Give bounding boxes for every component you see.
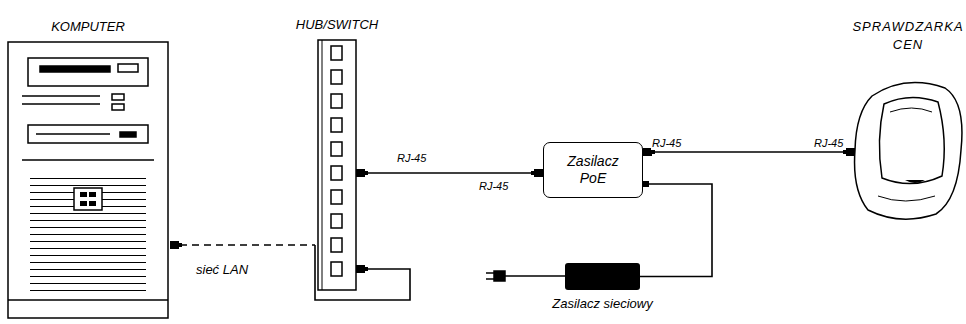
power-adapter-box: Zasilacz sieciowy bbox=[565, 263, 640, 290]
price-checker-title: SPRAWDZARKA CEN bbox=[849, 18, 966, 54]
rj45-plug bbox=[356, 265, 365, 273]
rj45-plug bbox=[652, 150, 655, 154]
cable bbox=[315, 245, 410, 300]
computer-node: KOMPUTER bbox=[8, 42, 168, 318]
price-checker-node: SPRAWDZARKA CEN bbox=[852, 82, 964, 218]
rj45-plug bbox=[365, 267, 368, 271]
rj45-plug bbox=[356, 169, 365, 177]
rj45-plug bbox=[531, 171, 534, 175]
cable-connector bbox=[356, 169, 543, 177]
computer-title: KOMPUTER bbox=[51, 18, 125, 36]
cable bbox=[356, 172, 543, 174]
dc-plug bbox=[643, 181, 649, 187]
box-text: Zasilacz PoE bbox=[558, 153, 628, 187]
rj45-plug bbox=[179, 243, 182, 247]
rj45-plug bbox=[843, 150, 846, 154]
connector-label: RJ-45 bbox=[478, 180, 509, 193]
cable bbox=[643, 151, 852, 153]
cable-connector bbox=[170, 241, 410, 300]
switch-body bbox=[318, 40, 356, 290]
rj45-plug bbox=[846, 148, 855, 156]
price-checker bbox=[855, 83, 962, 220]
cable bbox=[640, 184, 712, 277]
cable-connector bbox=[640, 181, 712, 277]
connector-label: RJ-45 bbox=[396, 152, 427, 165]
power-adapter-label: Zasilacz sieciowy bbox=[552, 295, 652, 313]
switch-title: HUB/SWITCH bbox=[296, 16, 378, 34]
connector-label: RJ-45 bbox=[651, 137, 682, 150]
rj45-plug bbox=[170, 241, 179, 249]
poe-injector-box: Zasilacz PoE bbox=[543, 142, 643, 198]
edge-label: sieć LAN bbox=[194, 262, 250, 278]
computer-tower bbox=[8, 42, 168, 318]
cable bbox=[180, 244, 315, 246]
switch-node: HUB/SWITCH bbox=[318, 40, 356, 290]
rj45-plug bbox=[534, 169, 543, 177]
rj45-plug bbox=[365, 171, 368, 175]
mains-cord bbox=[486, 271, 565, 281]
connector-label: RJ-45 bbox=[813, 137, 844, 150]
